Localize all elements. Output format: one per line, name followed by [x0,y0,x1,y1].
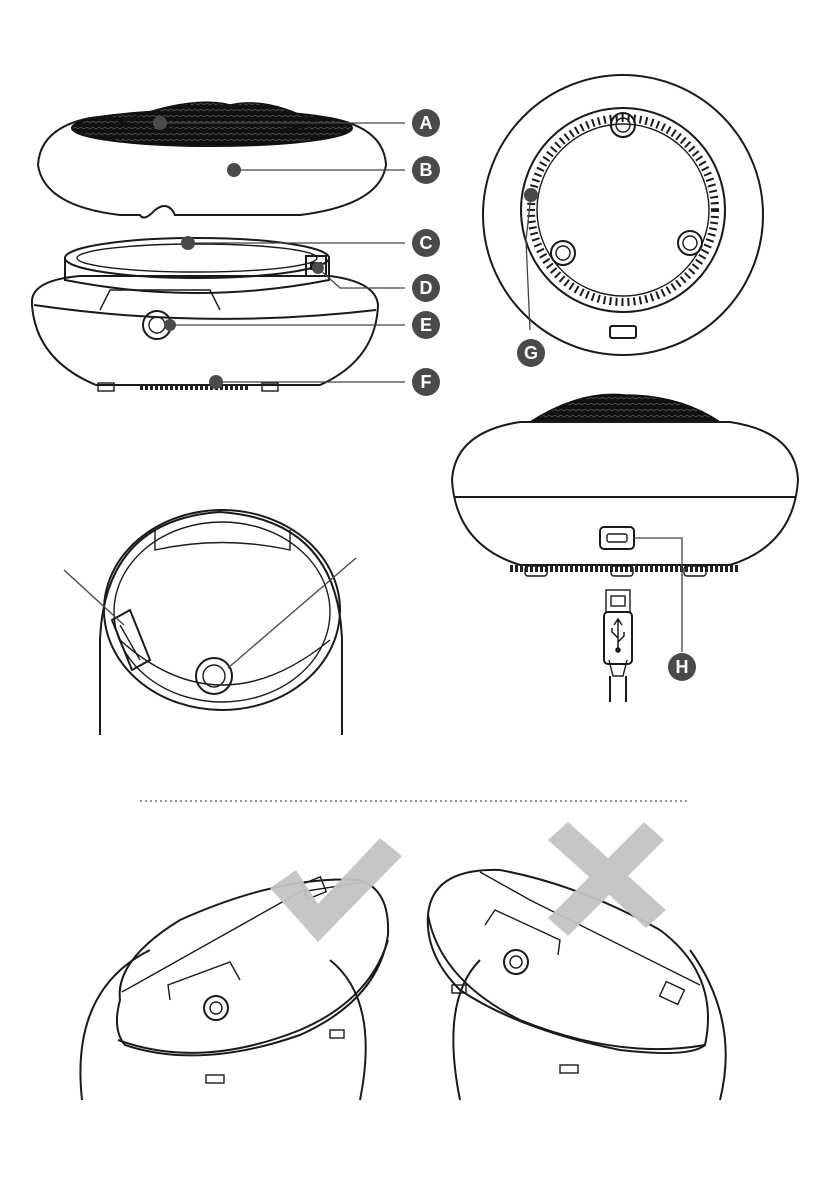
callout-a: A [412,109,440,137]
svg-text:G: G [524,343,538,363]
foot-right [678,231,702,255]
svg-text:A: A [420,113,433,133]
cross-mark-icon [548,822,666,936]
correct-orientation-view [80,838,402,1100]
callout-h: H [668,653,696,681]
open-base-view [64,510,356,735]
callout-e: E [412,311,440,339]
svg-text:C: C [420,233,433,253]
check-mark-icon [270,838,402,942]
svg-text:B: B [420,160,433,180]
usb-port [600,527,634,549]
callout-d: D [412,274,440,302]
svg-text:D: D [420,278,433,298]
assembled-side-view [452,394,798,702]
usb-icon [612,619,624,652]
svg-text:F: F [421,372,432,392]
exploded-side-view [32,102,405,391]
svg-text:E: E [420,315,432,335]
wrong-orientation-view [428,822,726,1100]
callout-c: C [412,229,440,257]
callout-f: F [412,368,440,396]
foot-left [551,241,575,265]
svg-text:H: H [676,657,689,677]
callout-g: G [517,339,545,367]
usb-cable [604,590,632,702]
coupling-ring [65,238,329,293]
callout-b: B [412,156,440,184]
bottom-view [483,75,763,355]
top-cap [38,102,386,217]
